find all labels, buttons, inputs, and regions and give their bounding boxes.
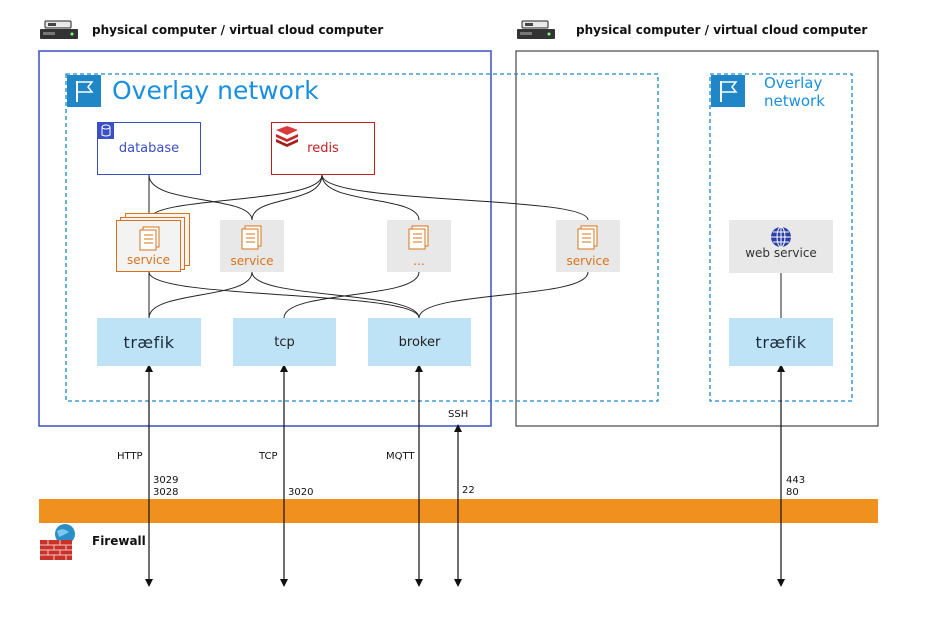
globe-icon xyxy=(769,225,793,253)
redis-icon xyxy=(274,125,300,147)
flag-icon xyxy=(67,75,101,107)
port-label-tcp: 3020 xyxy=(288,487,314,498)
database-node[interactable]: database xyxy=(97,122,201,175)
server-icon xyxy=(39,20,79,40)
web-service-label: web service xyxy=(745,246,817,260)
service-icon xyxy=(576,225,600,255)
edge-label-http: HTTP xyxy=(117,451,143,462)
host-title-right: physical computer / virtual cloud comput… xyxy=(576,23,868,37)
service-label: ... xyxy=(413,254,425,268)
overlay-title-right-line1: Overlay xyxy=(764,74,823,92)
service-node-more[interactable]: ... xyxy=(387,220,451,272)
port-label-ssh: 22 xyxy=(462,485,475,496)
port-label-http: 3029 3028 xyxy=(153,475,179,498)
database-label: database xyxy=(118,141,180,156)
firewall-icon xyxy=(39,523,81,561)
service-icon xyxy=(240,225,264,255)
service-node-b[interactable]: service xyxy=(220,220,284,272)
service-label: service xyxy=(566,254,610,268)
host-title-left: physical computer / virtual cloud comput… xyxy=(92,23,384,37)
overlay-title-right-line2: network xyxy=(764,92,825,110)
server-icon xyxy=(516,20,556,40)
port-label-https: 443 80 xyxy=(786,475,806,498)
flag-icon xyxy=(711,75,745,107)
web-service-node[interactable]: web service xyxy=(729,220,833,273)
service-icon xyxy=(407,225,431,255)
traefik-node-left[interactable]: træfik xyxy=(97,318,201,366)
edge-label-ssh: SSH xyxy=(448,409,469,420)
edge-label-tcp: TCP xyxy=(259,451,278,462)
redis-node[interactable]: redis xyxy=(271,122,375,175)
edge-label-mqtt: MQTT xyxy=(386,451,415,462)
service-label: service xyxy=(127,253,170,267)
host-box-left xyxy=(38,50,492,427)
overlay-network-left xyxy=(65,73,659,402)
overlay-title-left: Overlay network xyxy=(112,76,319,105)
service-label: service xyxy=(230,254,274,268)
host-box-right xyxy=(515,50,879,427)
firewall-label: Firewall xyxy=(92,534,146,548)
service-node-a[interactable]: service xyxy=(116,220,181,272)
service-icon xyxy=(138,226,162,256)
service-node-c[interactable]: service xyxy=(556,220,620,272)
database-icon xyxy=(98,123,114,139)
broker-node[interactable]: broker xyxy=(368,318,471,366)
redis-label: redis xyxy=(307,141,339,156)
tcp-node[interactable]: tcp xyxy=(233,318,336,366)
overlay-title-right: Overlay network xyxy=(764,74,825,110)
traefik-node-right[interactable]: træfik xyxy=(729,318,833,366)
